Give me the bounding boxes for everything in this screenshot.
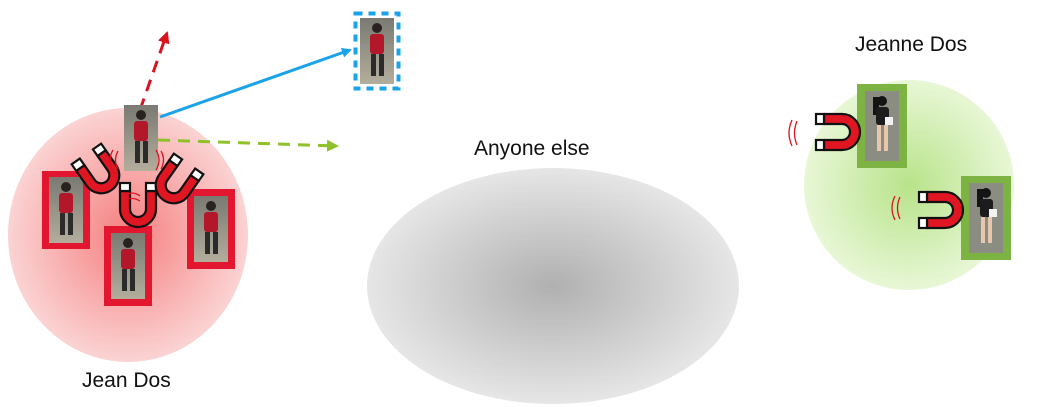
jeanne-sample-2 bbox=[961, 176, 1011, 260]
anyone-else-cluster bbox=[367, 168, 739, 404]
jean-sample-1 bbox=[42, 171, 90, 249]
signal-waves-icon bbox=[109, 149, 165, 202]
jean-sample-2 bbox=[104, 226, 152, 306]
jeanne-dos-label: Jeanne Dos bbox=[855, 33, 968, 56]
anchor-person-crop bbox=[124, 105, 158, 171]
jeanne-sample-1 bbox=[857, 84, 907, 168]
red-dashed-arrow bbox=[138, 31, 170, 111]
jean-dos-label: Jean Dos bbox=[82, 369, 171, 392]
blue-arrow bbox=[159, 47, 352, 119]
green-dashed-arrow bbox=[157, 138, 339, 152]
signal-waves-icon bbox=[788, 119, 901, 221]
perturbed-person-crop bbox=[353, 11, 401, 91]
jean-sample-3 bbox=[187, 189, 235, 269]
anyone-else-label: Anyone else bbox=[474, 137, 590, 160]
